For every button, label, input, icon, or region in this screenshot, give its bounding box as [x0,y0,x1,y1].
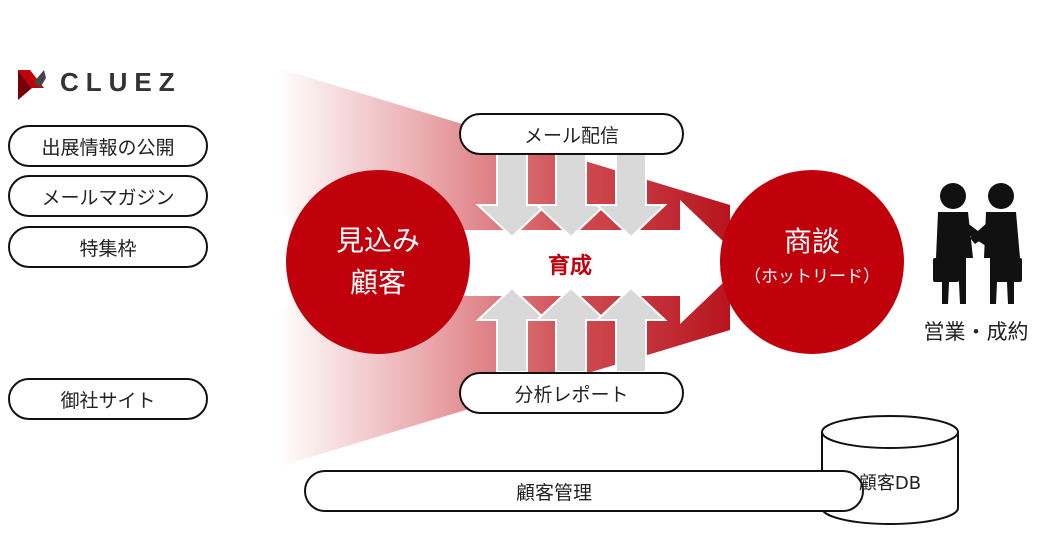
crm-label: 顧客管理 [515,481,592,504]
source-company-site: 御社サイト [8,378,208,420]
deal-title: 商談 [783,225,840,258]
source-label: 特集枠 [79,237,137,260]
nurture-label: 育成 [547,254,592,279]
cluez-logo: CLUEZ [48,64,182,100]
closing-label: 営業・成約 [923,320,1029,344]
database-label: 顧客DB [858,473,922,494]
logo-text: CLUEZ [60,66,182,97]
prospect-line2: 顧客 [349,266,406,299]
email-label: メール配信 [523,124,619,147]
source-label: 御社サイト [60,389,156,412]
down-arrow [534,153,608,239]
email-delivery: メール配信 [459,113,684,155]
analysis-label: 分析レポート [514,383,629,406]
source-label: 出展情報の公開 [41,136,175,159]
prospect-line1: 見込み [335,224,420,257]
crm-bar: 顧客管理 [304,470,864,512]
deal-label: 商談 （ホットリード） [722,222,902,292]
source-feature-slot: 特集枠 [8,226,208,268]
down-arrow [475,153,549,239]
down-arrow [594,153,668,239]
deal-circle [720,170,904,354]
deal-subtitle: （ホットリード） [744,267,880,287]
source-newsletter: メールマガジン [8,175,208,217]
up-arrow [594,286,668,373]
source-label: メールマガジン [41,186,175,209]
cluez-logo-mark [18,70,46,100]
prospect-circle [286,170,470,354]
analysis-arrows [475,286,668,373]
email-arrows [475,153,668,239]
source-exhibit-info: 出展情報の公開 [8,125,208,167]
up-arrow [475,286,549,373]
handshake-icon [933,183,1022,304]
analysis-report: 分析レポート [459,372,684,414]
up-arrow [534,286,608,373]
prospect-label: 見込み 顧客 [318,220,438,304]
